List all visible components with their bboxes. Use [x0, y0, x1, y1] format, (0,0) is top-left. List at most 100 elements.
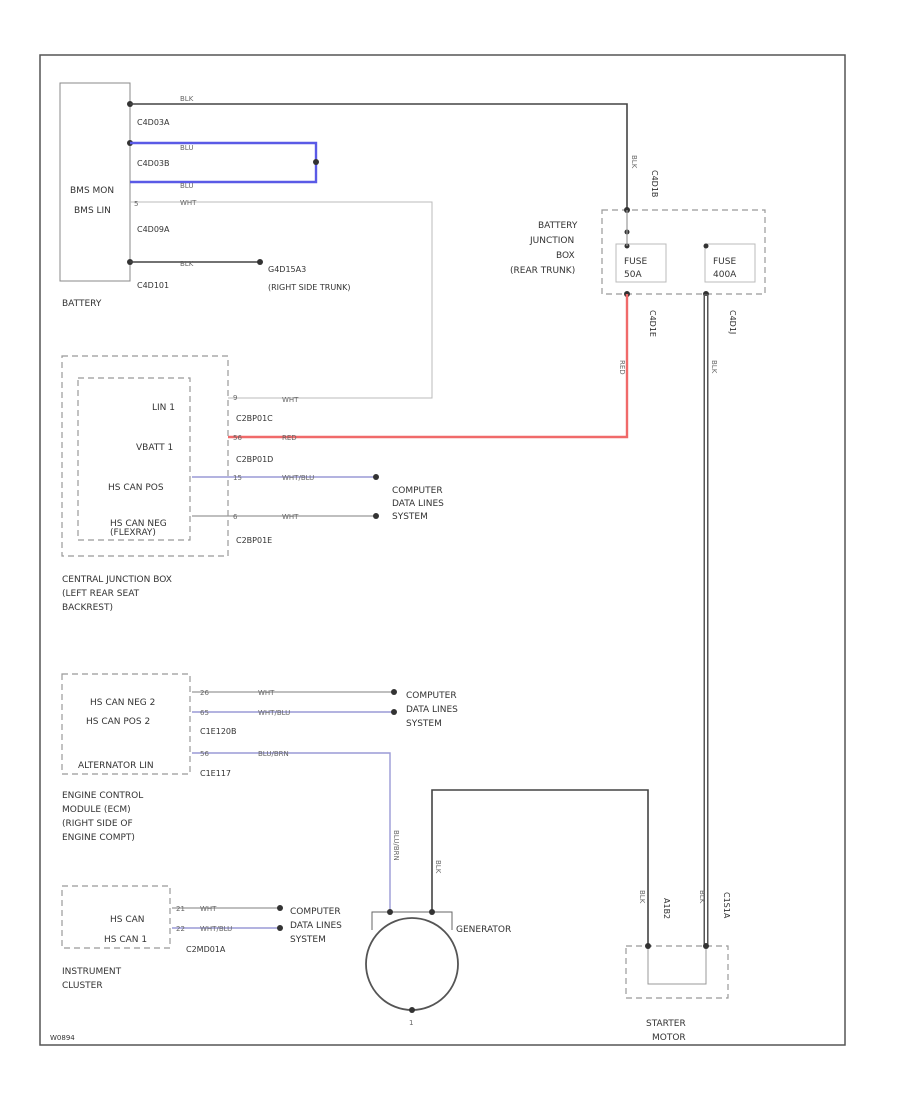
wire-label-wht-ecm: WHT: [258, 689, 275, 697]
ic-hscan-label: HS CAN: [110, 915, 145, 925]
bjb-label-3: BOX: [556, 251, 575, 261]
starter-inner: [647, 946, 707, 985]
fuse-400a-label-2: 400A: [713, 270, 737, 280]
wire-label-blk-starter-right: BLK: [698, 890, 706, 904]
generator-symbol: [365, 917, 459, 1011]
fuse-50a-label-2: 50A: [624, 270, 642, 280]
wire-label-blk-starter-left: BLK: [638, 890, 646, 904]
fuse-400a-box: [704, 243, 756, 283]
connector-c1e117: C1E117: [200, 769, 231, 778]
battery-block: BMS MON BMS LIN BATTERY BLK C4D03A BLK C…: [59, 82, 659, 399]
cds-ecm-label-2: DATA LINES: [406, 705, 458, 715]
cds-cjb-label-1: COMPUTER: [392, 486, 443, 496]
bjb-label-4: (REAR TRUNK): [510, 266, 575, 276]
generator-terminal-block: [371, 911, 453, 930]
fuse-50a-box: [615, 243, 667, 283]
wire-blk-battery-to-bjb: [130, 103, 628, 210]
pin-9: 9: [233, 394, 237, 402]
ecm-caption-3: (RIGHT SIDE OF: [62, 819, 133, 829]
pin-22: 22: [176, 925, 185, 933]
wire-label-wht-blu-ecm: WHT/BLU: [258, 709, 290, 717]
bjb-dashed-outline: [601, 209, 766, 295]
pin-6: 6: [233, 513, 238, 521]
wire-label-blk-gen: BLK: [434, 860, 442, 874]
fuse-50a-label-1: FUSE: [624, 257, 647, 267]
wire-label-wht-ic: WHT: [200, 905, 217, 913]
cjb-inner-outline: [77, 377, 191, 541]
cjb-outer-outline: [61, 355, 229, 557]
pin-26: 26: [200, 689, 209, 697]
wire-label-red-horizontal: RED: [282, 434, 297, 442]
battery-caption: BATTERY: [62, 299, 102, 309]
connector-c4d1e: C4D1E: [648, 310, 657, 337]
bjb-label-2: JUNCTION: [529, 236, 574, 246]
wire-label-blk-starter: BLK: [710, 360, 718, 374]
starter-caption-1: STARTER: [646, 1019, 686, 1029]
generator-ground-pin: 1: [409, 1019, 413, 1027]
starter-motor: BLK A1B2 BLK C1S1A STARTER MOTOR: [625, 890, 731, 1043]
cds-ecm-label-1: COMPUTER: [406, 691, 457, 701]
pin-56-ecm: 56: [200, 750, 209, 758]
wire-wht-lin: [130, 201, 433, 399]
ic-hscan1-label: HS CAN 1: [104, 935, 147, 945]
cjb-hscan-pos-label: HS CAN POS: [108, 483, 164, 493]
connector-c4d1b: C4D1B: [650, 170, 659, 197]
cjb-hscan-neg2-label: (FLEXRAY): [110, 528, 156, 538]
diagram-id: W0894: [50, 1034, 75, 1042]
diagram-frame: [39, 54, 846, 1046]
pin-56: 56: [233, 434, 242, 442]
cjb-caption-1: CENTRAL JUNCTION BOX: [62, 575, 172, 585]
cds-cjb-label-2: DATA LINES: [392, 499, 444, 509]
wire-label-wht-blu-1: WHT/BLU: [282, 474, 314, 482]
fuse-400a-label-1: FUSE: [713, 257, 736, 267]
connector-c2bp01e: C2BP01E: [236, 536, 272, 545]
wire-label-wht-top: WHT: [180, 199, 197, 207]
ecm-hscan-neg-label: HS CAN NEG 2: [90, 698, 155, 708]
ecm-caption-2: MODULE (ECM): [62, 805, 131, 815]
ground-point-location: (RIGHT SIDE TRUNK): [268, 283, 351, 292]
cjb-hscan-neg-label: HS CAN NEG: [110, 519, 167, 529]
wire-red-vbatt: [228, 294, 629, 439]
connector-c4d03a: C4D03A: [137, 118, 170, 127]
ecm-hscan-pos-label: HS CAN POS 2: [86, 717, 150, 727]
wire-label-blu-2: BLU: [180, 182, 193, 190]
connector-c2bp01c: C2BP01C: [236, 414, 273, 423]
connector-c4d09a: C4D09A: [137, 225, 170, 234]
wire-blk-generator-to-starter: [431, 789, 649, 946]
cjb-caption-2: (LEFT REAR SEAT: [62, 589, 140, 599]
wire-label-red-vertical: RED: [618, 360, 626, 375]
connector-c4d03b: C4D03B: [137, 159, 170, 168]
cjb-caption-3: BACKREST): [62, 603, 113, 613]
ic-caption-1: INSTRUMENT: [62, 967, 122, 977]
ic-caption-2: CLUSTER: [62, 981, 103, 991]
ecm-alt-label: ALTERNATOR LIN: [78, 761, 154, 771]
wire-label-wht-1: WHT: [282, 513, 299, 521]
generator-label: GENERATOR: [456, 925, 511, 935]
battery-box: [59, 82, 131, 282]
wire-label-blk-ground: BLK: [180, 260, 194, 268]
bms-lin-label: BMS LIN: [74, 206, 111, 216]
battery-junction-box: BATTERY JUNCTION BOX (REAR TRUNK) FUSE 5…: [510, 207, 766, 297]
bms-mon-label: BMS MON: [70, 186, 114, 196]
connector-c2bp01d: C2BP01D: [236, 455, 273, 464]
instrument-cluster: HS CAN HS CAN 1 21 WHT 22 WHT/BLU C2MD01…: [61, 885, 342, 991]
connector-a1b2: A1B2: [662, 898, 671, 919]
generator: BLK 1 GENERATOR: [365, 789, 649, 1027]
engine-control-module: HS CAN NEG 2 HS CAN POS 2 ALTERNATOR LIN…: [61, 673, 458, 910]
ic-outline: [61, 885, 171, 949]
cds-ic-label-3: SYSTEM: [290, 935, 326, 945]
cjb-lin-label: LIN 1: [152, 403, 175, 413]
connector-c4d101: C4D101: [137, 281, 169, 290]
wire-label-blu-brn: BLU/BRN: [258, 750, 289, 758]
wire-label-wht-lin: WHT: [282, 396, 299, 404]
wire-blu-brn-alt: [192, 752, 391, 910]
wire-label-blk-top: BLK: [180, 95, 194, 103]
wire-label-wht-blu-ic: WHT/BLU: [200, 925, 232, 933]
wire-label-blu-brn-vertical: BLU/BRN: [392, 830, 400, 861]
cds-ic-label-2: DATA LINES: [290, 921, 342, 931]
pin-21: 21: [176, 905, 185, 913]
bjb-label-1: BATTERY: [538, 221, 578, 231]
starter-caption-2: MOTOR: [652, 1033, 686, 1043]
wire-label-blk-vertical: BLK: [630, 155, 638, 169]
